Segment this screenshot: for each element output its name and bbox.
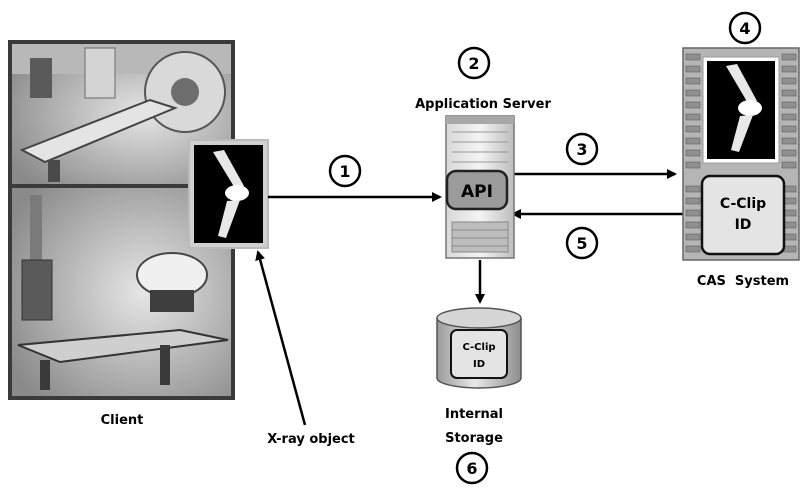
ct-scanner-photo <box>12 44 231 184</box>
api-label: API <box>461 182 493 202</box>
cas-cclip-line2: ID <box>735 217 752 233</box>
step-badge-2: 2 <box>457 46 491 80</box>
step-badge-4: 4 <box>728 11 762 45</box>
client-label: Client <box>101 413 144 428</box>
db-cclip-line1: C-Clip <box>462 342 495 353</box>
cas-cclip-box: C-Clip ID <box>700 174 786 256</box>
internal-storage-line1: Internal <box>445 407 503 422</box>
db-cclip-line2: ID <box>473 359 485 370</box>
svg-text:1: 1 <box>339 162 350 181</box>
step-badge-5: 5 <box>565 226 599 260</box>
step-badge-1: 1 <box>328 154 362 188</box>
xray-thumbnail <box>188 139 269 249</box>
arrow-xray-object <box>255 250 307 426</box>
svg-text:4: 4 <box>739 19 750 38</box>
xray-object-label: X-ray object <box>267 432 355 447</box>
step-badge-3: 3 <box>565 132 599 166</box>
svg-text:6: 6 <box>466 459 477 478</box>
api-badge: API <box>445 169 509 211</box>
cas-cclip-line1: C-Clip <box>720 196 766 212</box>
database-icon: C-Clip ID <box>436 307 522 389</box>
cas-xray-image <box>702 56 780 164</box>
cas-system-label: CAS System <box>697 274 789 289</box>
internal-storage-line2: Storage <box>445 431 503 446</box>
step-badge-6: 6 <box>455 451 489 485</box>
svg-text:2: 2 <box>468 54 479 73</box>
svg-text:5: 5 <box>576 234 587 253</box>
application-server-label: Application Server <box>415 97 551 112</box>
client-photos <box>8 40 235 400</box>
svg-text:3: 3 <box>576 140 587 159</box>
